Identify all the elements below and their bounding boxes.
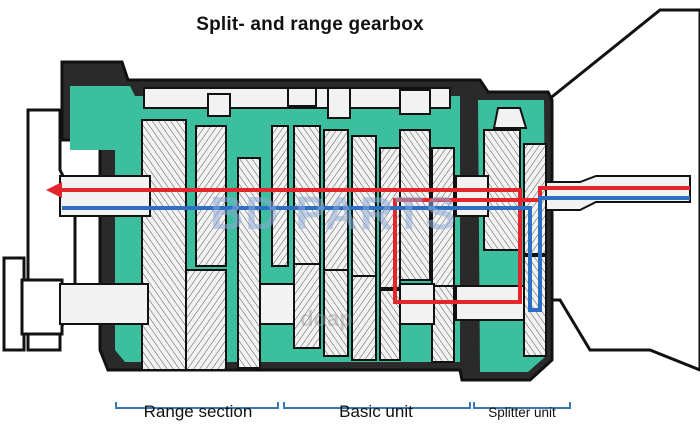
bracket-basic: [283, 402, 471, 409]
label-basic-unit: Basic unit: [339, 402, 413, 421]
diagram-title: Split- and range gearbox: [196, 14, 424, 35]
bracket-range: [115, 402, 279, 409]
power-flow-blue-path: [62, 196, 690, 312]
shafts: [59, 175, 691, 325]
power-flow-red-arrow: [46, 182, 62, 198]
section-brackets: [115, 402, 571, 409]
label-range-section: Range section: [143, 402, 253, 421]
shift-rail: [143, 87, 528, 129]
label-splitter-unit: Splitter unit: [488, 405, 556, 420]
watermark-main: BD PARTS: [210, 187, 458, 239]
bracket-splitter: [473, 402, 571, 409]
watermark-sub: doap: [300, 306, 353, 331]
power-flow: [46, 182, 690, 312]
